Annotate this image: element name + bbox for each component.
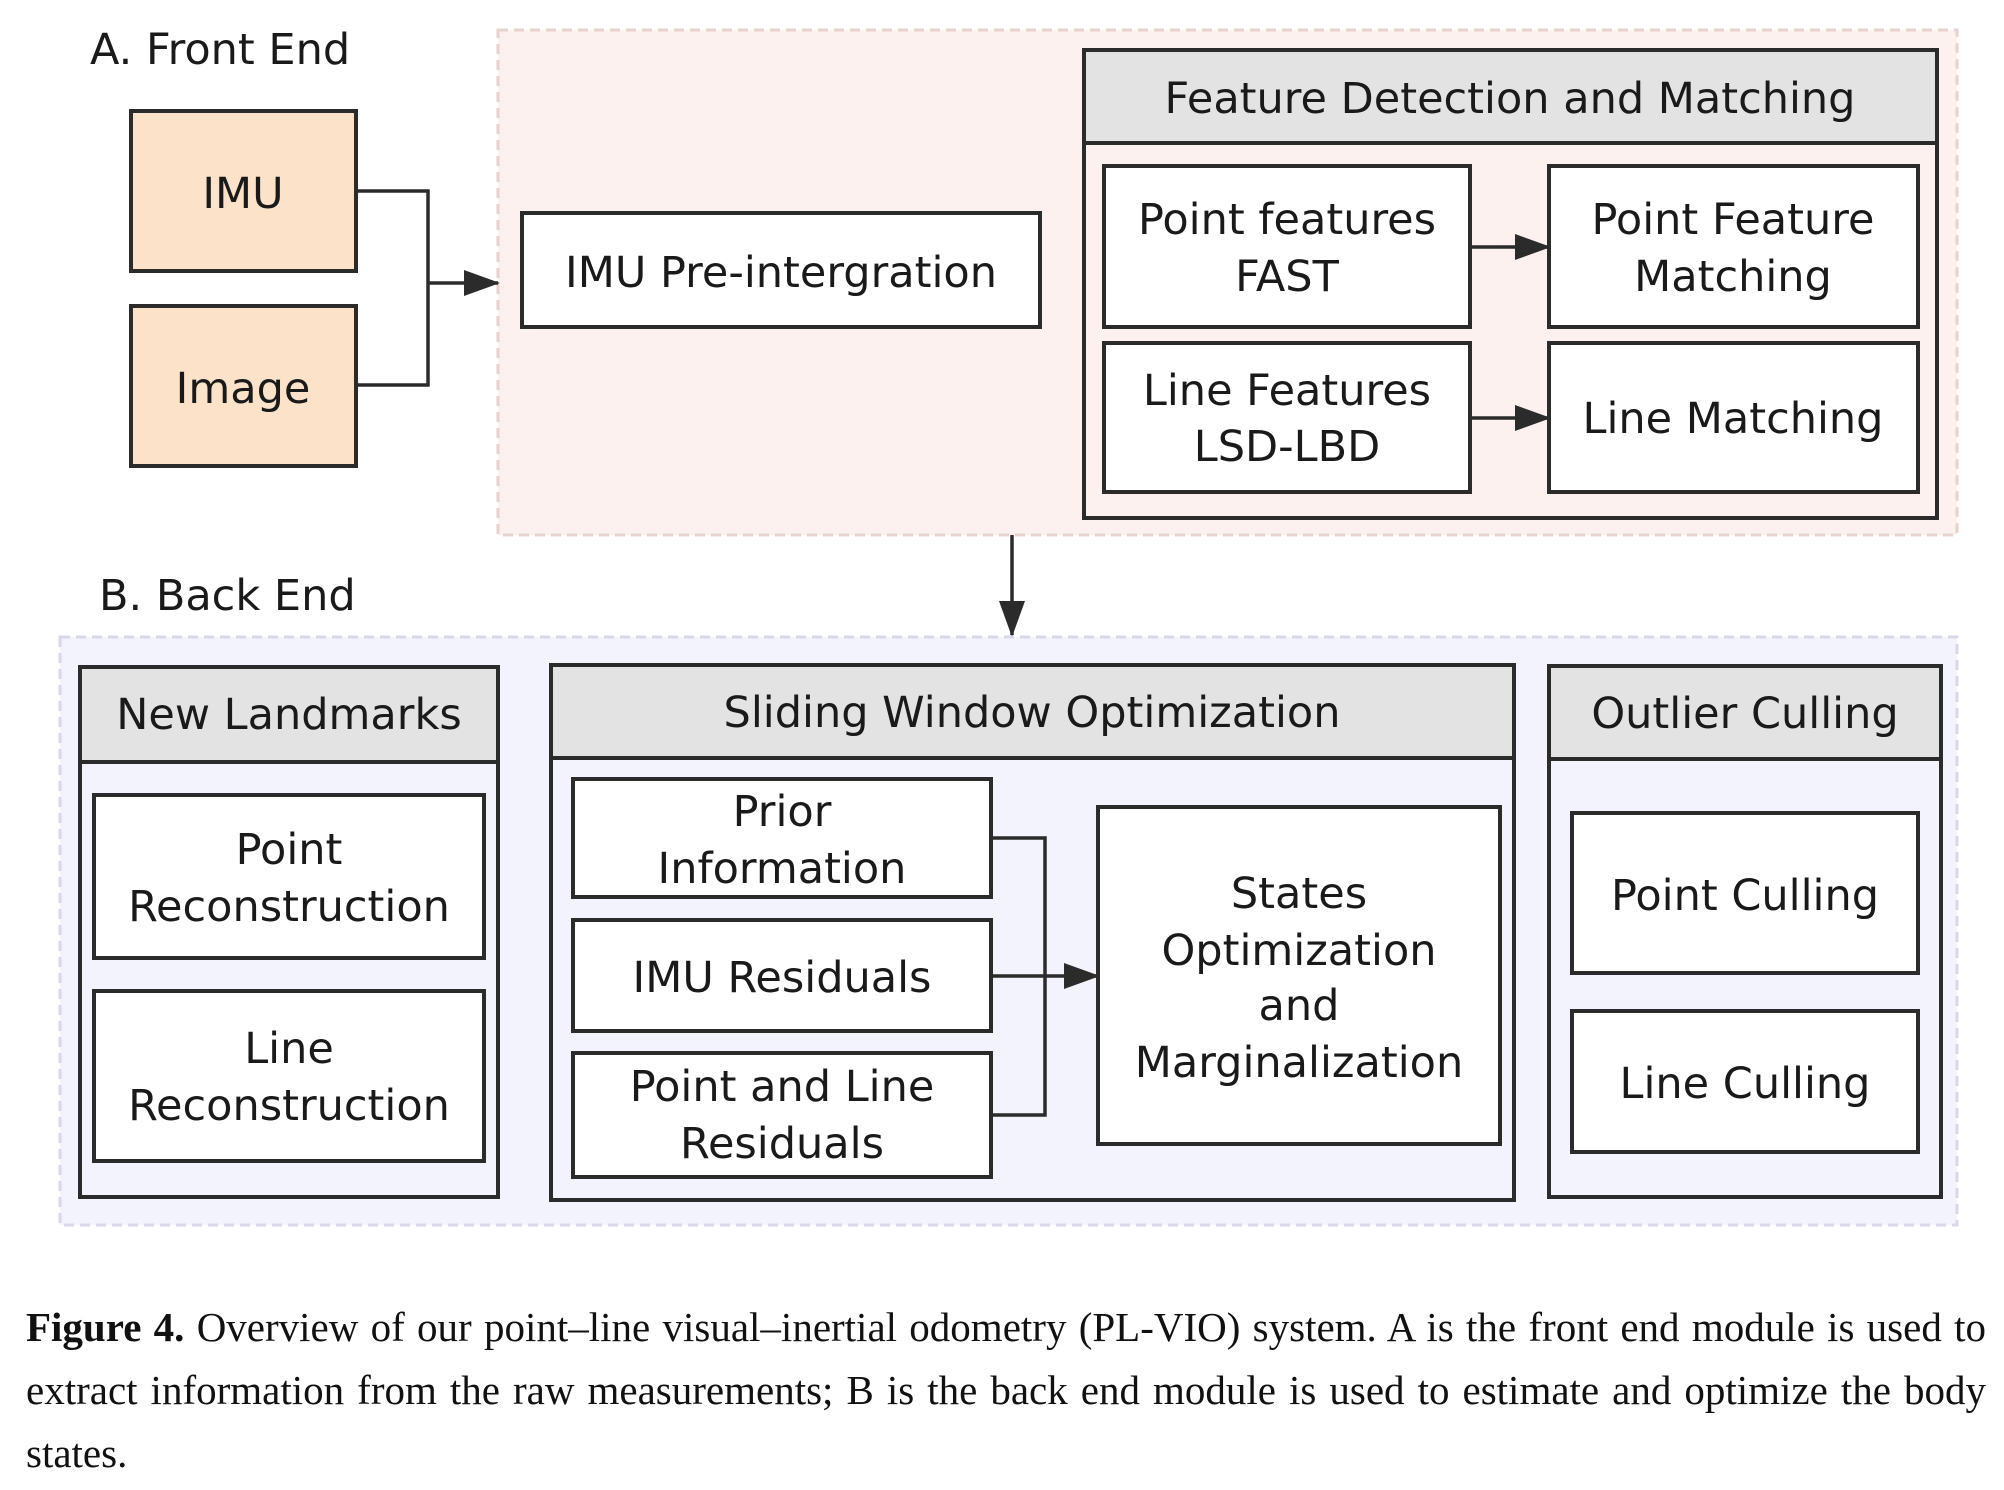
sliding-window-group: Sliding Window Optimization [549, 663, 1516, 1202]
figure-caption-label: Figure 4. [26, 1304, 185, 1350]
point-line-residuals-box: Point and Line Residuals [571, 1051, 993, 1179]
back-end-label: B. Back End [99, 571, 356, 621]
svg-text:States: States [1231, 869, 1367, 919]
line-matching-box: Line Matching [1547, 341, 1920, 494]
outlier-culling-group: Outlier Culling [1547, 664, 1943, 1199]
figure-caption: Figure 4. Overview of our point–line vis… [26, 1296, 1986, 1485]
imu-residuals-box: IMU Residuals [571, 918, 993, 1033]
new-landmarks-group: New Landmarks [78, 665, 500, 1199]
svg-text:Optimization: Optimization [1161, 926, 1436, 976]
point-culling-box: Point Culling [1570, 811, 1920, 975]
svg-text:Reconstruction: Reconstruction [128, 882, 450, 932]
svg-text:Image: Image [176, 364, 311, 414]
svg-text:Point features: Point features [1138, 195, 1436, 245]
front-end-label: A. Front End [90, 25, 350, 75]
outlier-culling-title: Outlier Culling [1591, 689, 1898, 739]
line-reconstruction-box: Line Reconstruction [92, 989, 486, 1163]
svg-text:IMU Pre-intergration: IMU Pre-intergration [565, 248, 997, 298]
states-optimization-box: States Optimization and Marginalization [1096, 805, 1502, 1146]
svg-text:Information: Information [658, 844, 907, 894]
svg-text:Matching: Matching [1634, 252, 1832, 302]
imu-image-merge-connector [356, 189, 430, 387]
svg-text:Point Culling: Point Culling [1611, 871, 1879, 921]
prior-information-box: Prior Information [571, 777, 993, 899]
figure-caption-text: Overview of our point–line visual–inerti… [26, 1304, 1986, 1476]
svg-text:Point Feature: Point Feature [1592, 195, 1875, 245]
svg-text:Point and Line: Point and Line [630, 1062, 935, 1112]
point-feature-matching-box: Point Feature Matching [1547, 164, 1920, 329]
line-features-box: Line Features LSD-LBD [1102, 341, 1472, 494]
imu-box: IMU [129, 109, 358, 273]
feature-detection-group: Feature Detection and Matching [1082, 48, 1939, 520]
svg-text:and: and [1259, 981, 1340, 1031]
feature-detection-title: Feature Detection and Matching [1165, 74, 1856, 124]
svg-text:IMU Residuals: IMU Residuals [633, 953, 932, 1003]
svg-text:Line: Line [244, 1024, 334, 1074]
svg-text:Line Culling: Line Culling [1620, 1059, 1871, 1109]
sliding-window-title: Sliding Window Optimization [724, 688, 1341, 738]
point-features-box: Point features FAST [1102, 164, 1472, 329]
new-landmarks-title: New Landmarks [116, 690, 462, 740]
line-culling-box: Line Culling [1570, 1009, 1920, 1154]
svg-text:IMU: IMU [202, 169, 283, 219]
svg-text:Prior: Prior [733, 787, 832, 837]
svg-text:Line Features: Line Features [1143, 366, 1431, 416]
svg-text:Marginalization: Marginalization [1135, 1038, 1463, 1088]
imu-preintegration-box: IMU Pre-intergration [520, 211, 1042, 329]
svg-text:LSD-LBD: LSD-LBD [1194, 422, 1380, 472]
svg-text:Line Matching: Line Matching [1583, 394, 1884, 444]
svg-text:Reconstruction: Reconstruction [128, 1081, 450, 1131]
svg-text:Point: Point [236, 825, 343, 875]
svg-text:FAST: FAST [1235, 252, 1339, 302]
svg-text:Residuals: Residuals [680, 1119, 884, 1169]
image-box: Image [129, 304, 358, 468]
point-reconstruction-box: Point Reconstruction [92, 793, 486, 960]
